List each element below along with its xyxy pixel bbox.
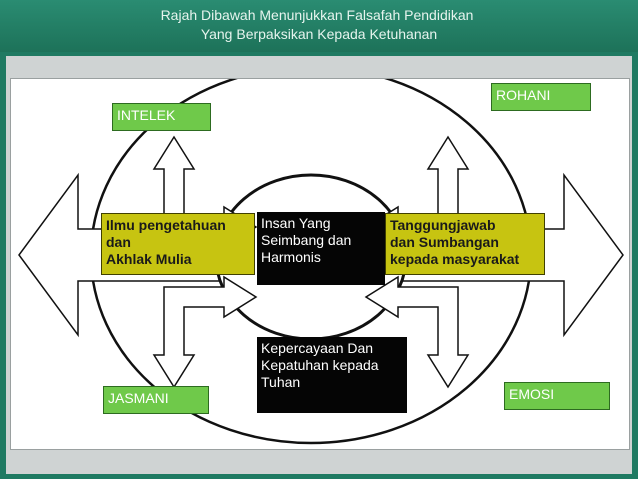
box-tanggungjawab-line-2: dan Sumbangan	[390, 234, 499, 250]
box-tanggungjawab-line-1: Tanggungjawab	[390, 217, 496, 233]
label-jasmani-text: JASMANI	[108, 390, 169, 406]
box-insan-line-1: Insan Yang	[261, 215, 331, 231]
label-rohani: ROHANI	[491, 83, 591, 111]
arrow-bottom-right	[364, 275, 470, 389]
box-ilmu-line-2: dan	[106, 234, 131, 250]
box-kepercayaan-line-1: Kepercayaan Dan	[261, 340, 374, 356]
title-line-2: Yang Berpaksikan Kepada Ketuhanan	[200, 26, 438, 42]
box-kepercayaan-line-3: Tuhan	[261, 374, 301, 390]
box-ilmu-line-1: Ilmu pengetahuan	[106, 217, 226, 233]
box-tanggungjawab: Tanggungjawab dan Sumbangan kepada masya…	[385, 213, 545, 275]
title-line-1: Rajah Dibawah Menunjukkan Falsafah Pendi…	[160, 7, 474, 23]
slide-frame: INTELEK ROHANI JASMANI EMOSI Ilmu penget…	[6, 56, 632, 474]
label-rohani-text: ROHANI	[496, 87, 551, 103]
box-insan-seimbang: Insan Yang Seimbang dan Harmonis	[257, 212, 385, 285]
title-bar: Rajah Dibawah Menunjukkan Falsafah Pendi…	[0, 0, 638, 52]
diagram-canvas: INTELEK ROHANI JASMANI EMOSI Ilmu penget…	[10, 78, 630, 450]
box-ilmu-pengetahuan: Ilmu pengetahuan dan Akhlak Mulia	[101, 213, 255, 275]
box-kepercayaan-line-2: Kepatuhan kepada	[261, 357, 379, 373]
box-kepercayaan: Kepercayaan Dan Kepatuhan kepada Tuhan	[257, 337, 407, 413]
label-emosi: EMOSI	[504, 382, 610, 410]
box-insan-line-2: Seimbang dan	[261, 232, 352, 248]
label-jasmani: JASMANI	[103, 386, 209, 414]
box-ilmu-line-3: Akhlak Mulia	[106, 251, 192, 267]
label-intelek-text: INTELEK	[117, 107, 176, 123]
arrow-bottom-left	[152, 275, 258, 389]
box-tanggungjawab-line-3: kepada masyarakat	[390, 251, 520, 267]
label-emosi-text: EMOSI	[509, 386, 555, 402]
label-intelek: INTELEK	[112, 103, 211, 131]
box-insan-line-3: Harmonis	[261, 249, 321, 265]
